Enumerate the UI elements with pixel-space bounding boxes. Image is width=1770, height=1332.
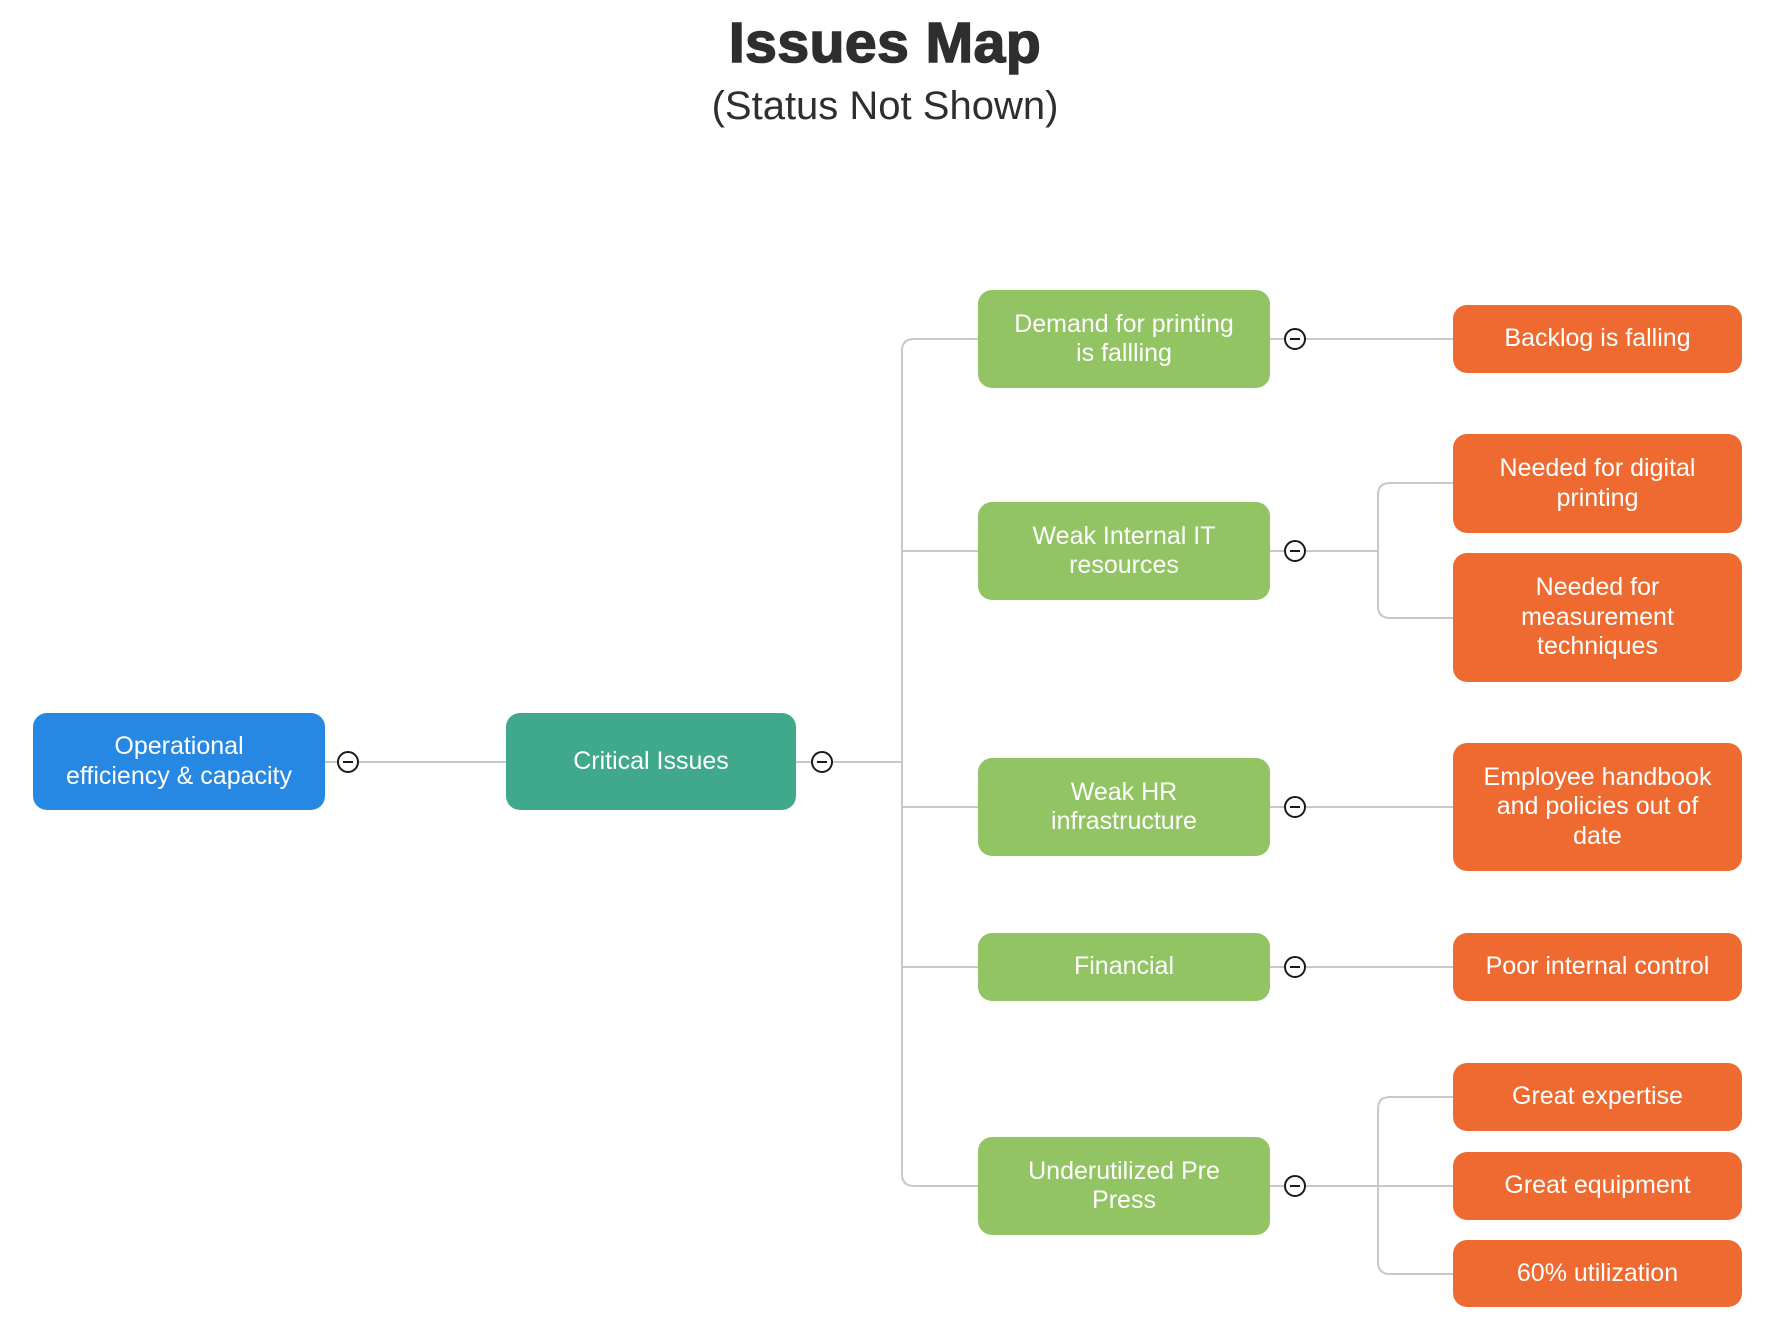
- node-label: Great expertise: [1512, 1082, 1683, 1111]
- node-demand-printing-falling[interactable]: Demand for printing is fallling: [978, 290, 1270, 388]
- collapse-minus-button-pre-press[interactable]: [1284, 1175, 1306, 1197]
- node-label: Poor internal control: [1485, 952, 1710, 981]
- collapse-minus-button-financial[interactable]: [1284, 956, 1306, 978]
- node-label: Great equipment: [1504, 1171, 1691, 1200]
- node-label: Underutilized Pre Press: [1028, 1156, 1220, 1215]
- node-financial[interactable]: Financial: [978, 933, 1270, 1001]
- node-label: Needed for digital printing: [1499, 454, 1696, 512]
- node-label: Needed for measurement techniques: [1521, 573, 1674, 661]
- node-needed-measurement-techniques[interactable]: Needed for measurement techniques: [1453, 553, 1742, 682]
- node-employee-handbook-out-of-date[interactable]: Employee handbook and policies out of da…: [1453, 743, 1742, 871]
- node-critical-issues[interactable]: Critical Issues: [506, 713, 796, 810]
- node-underutilized-pre-press[interactable]: Underutilized Pre Press: [978, 1137, 1270, 1235]
- node-label: Employee handbook and policies out of da…: [1483, 762, 1712, 850]
- collapse-minus-button-root[interactable]: [337, 751, 359, 773]
- node-poor-internal-control[interactable]: Poor internal control: [1453, 933, 1742, 1001]
- node-60-percent-utilization[interactable]: 60% utilization: [1453, 1240, 1742, 1307]
- node-operational-efficiency[interactable]: Operational efficiency & capacity: [33, 713, 325, 810]
- page-subtitle: (Status Not Shown): [711, 84, 1059, 128]
- node-label: Backlog is falling: [1504, 324, 1691, 353]
- collapse-minus-button-critical-issues[interactable]: [811, 751, 833, 773]
- node-label: Financial: [1073, 952, 1175, 981]
- node-great-equipment[interactable]: Great equipment: [1453, 1152, 1742, 1220]
- collapse-minus-button-weak-hr[interactable]: [1284, 796, 1306, 818]
- node-label: Critical Issues: [573, 746, 729, 775]
- node-backlog-falling[interactable]: Backlog is falling: [1453, 305, 1742, 373]
- page-title: Issues Map: [728, 10, 1042, 76]
- node-weak-internal-it[interactable]: Weak Internal IT resources: [978, 502, 1270, 600]
- node-label: Operational efficiency & capacity: [65, 732, 293, 790]
- collapse-minus-button-weak-it[interactable]: [1284, 540, 1306, 562]
- collapse-minus-button-demand-printing[interactable]: [1284, 328, 1306, 350]
- node-label: Demand for printing is fallling: [1014, 309, 1234, 368]
- node-weak-hr-infrastructure[interactable]: Weak HR infrastructure: [978, 758, 1270, 856]
- node-label: 60% utilization: [1516, 1258, 1679, 1287]
- node-needed-digital-printing[interactable]: Needed for digital printing: [1453, 434, 1742, 533]
- node-great-expertise[interactable]: Great expertise: [1453, 1063, 1742, 1131]
- node-label: Weak Internal IT resources: [1032, 521, 1216, 580]
- node-label: Weak HR infrastructure: [1051, 777, 1197, 836]
